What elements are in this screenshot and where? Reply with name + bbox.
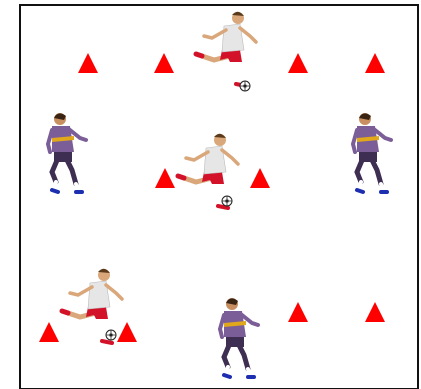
soccer-ball-icon — [240, 81, 250, 91]
soccer-ball-icon — [106, 330, 116, 340]
soccer-ball-icon — [222, 196, 232, 206]
